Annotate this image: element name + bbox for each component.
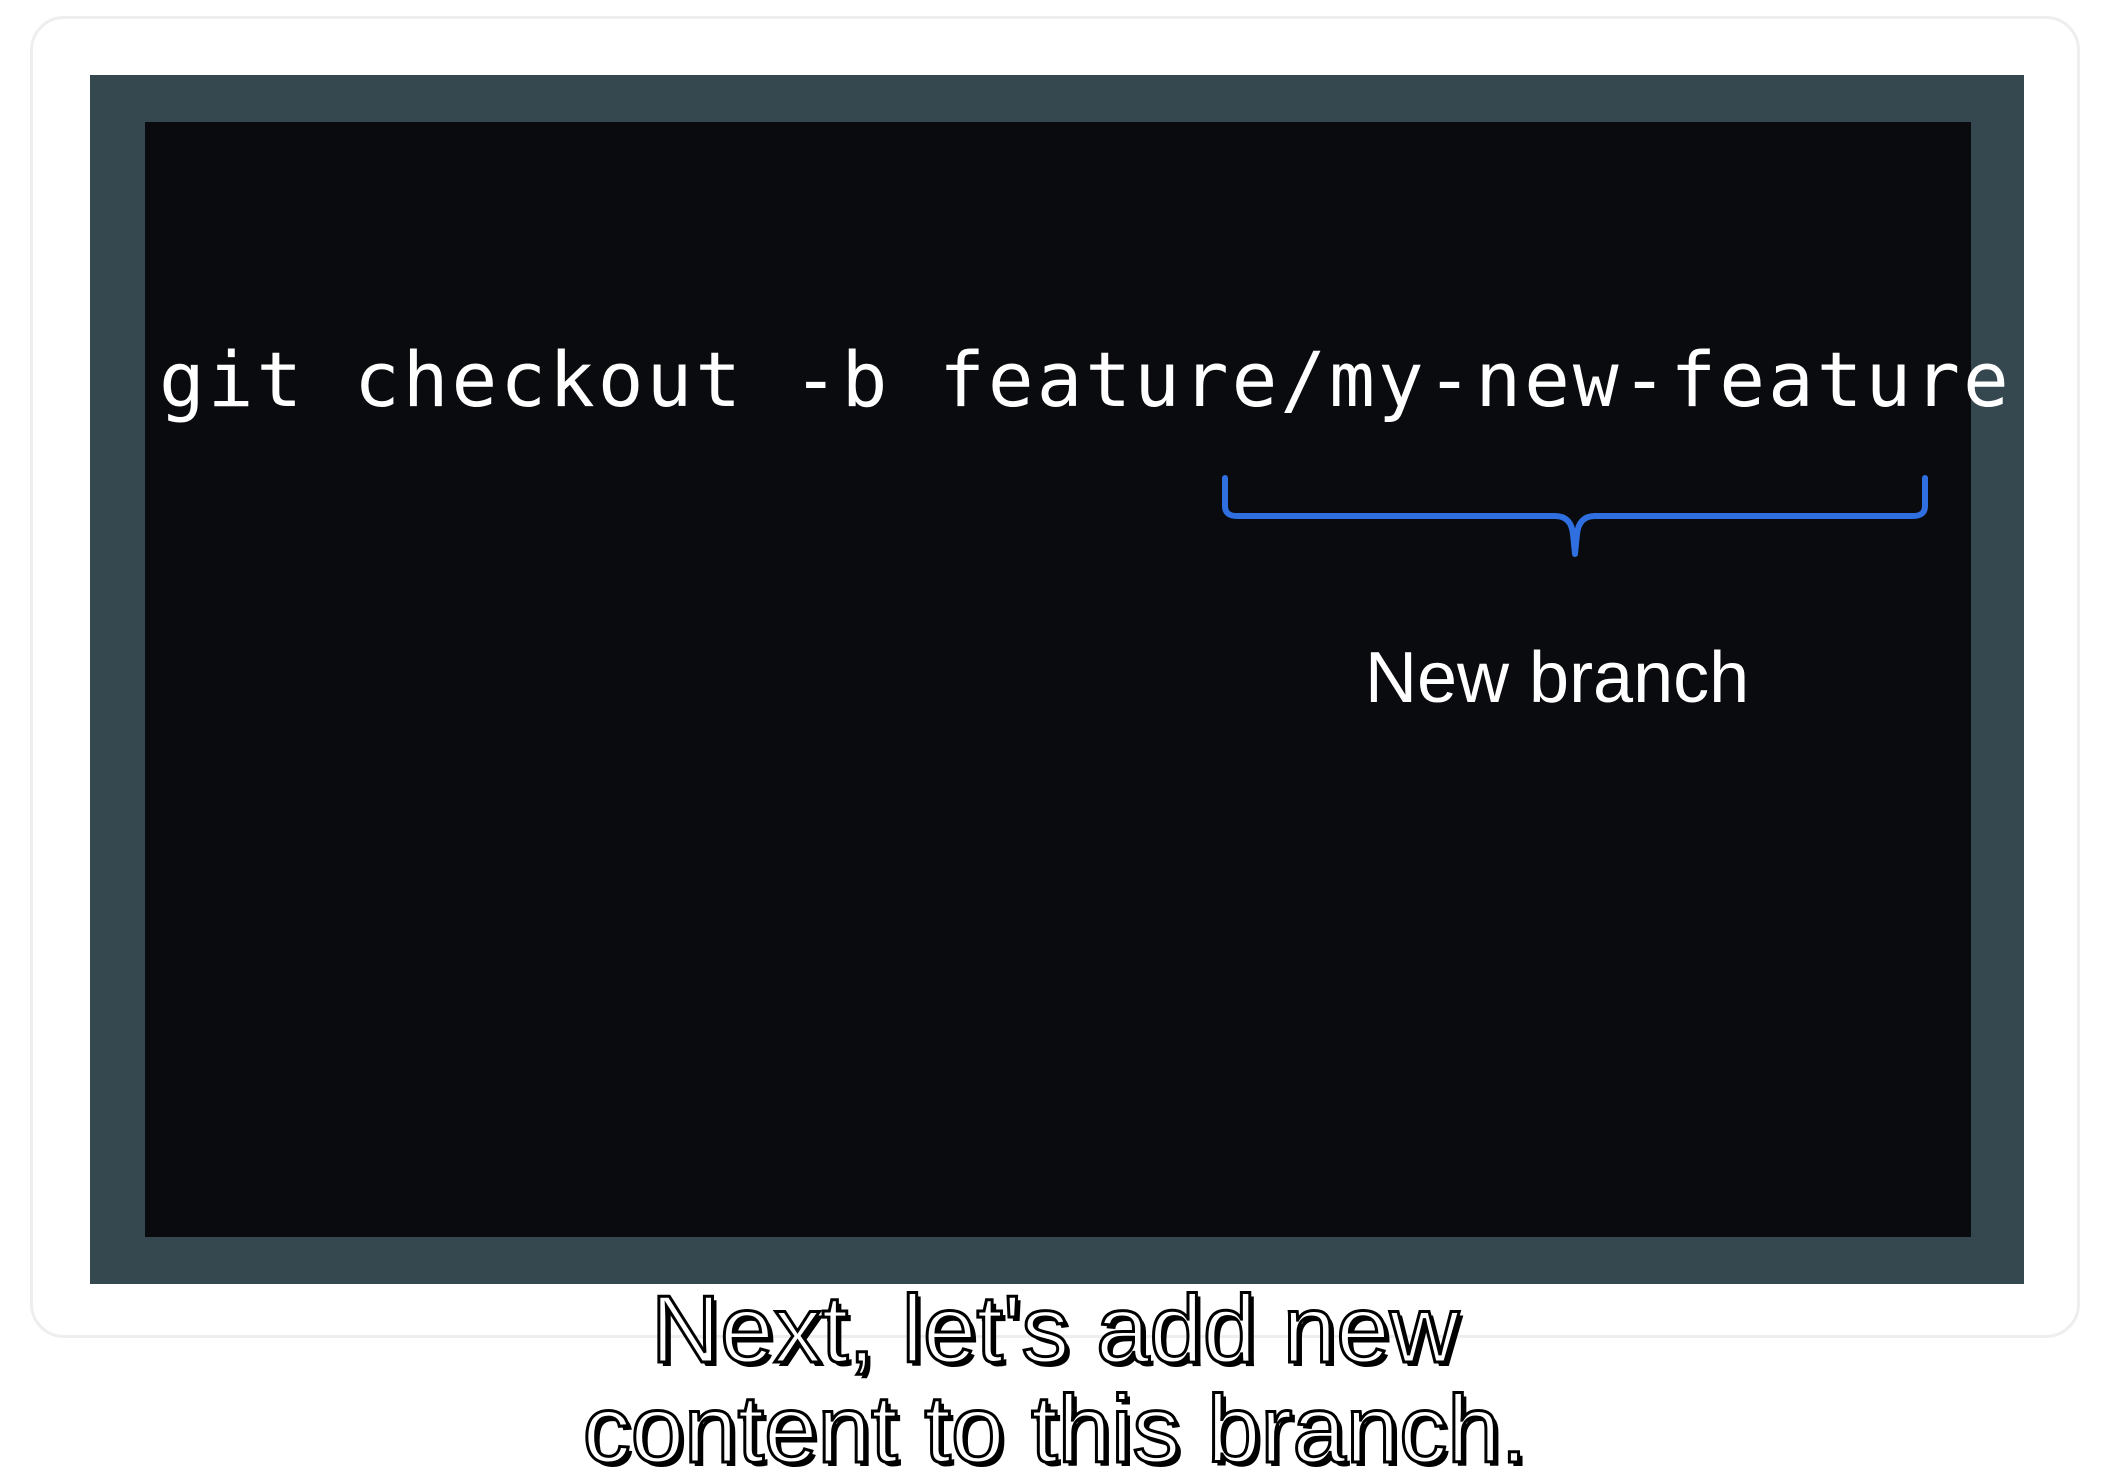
subtitle-line-1: Next, let's add new [649, 1276, 1460, 1383]
subtitle-line-2: content to this branch. [581, 1376, 1529, 1483]
brace-path [1222, 475, 1928, 557]
subtitle-captions: Next, let's add new content to this bran… [0, 1276, 2110, 1483]
git-command-text: git checkout -b feature/my-new-feature [159, 335, 2012, 424]
curly-brace-annotation [1222, 475, 1928, 557]
terminal-screen: git checkout -b feature/my-new-feature N… [145, 122, 2009, 1237]
new-branch-label: New branch [1365, 638, 1750, 718]
